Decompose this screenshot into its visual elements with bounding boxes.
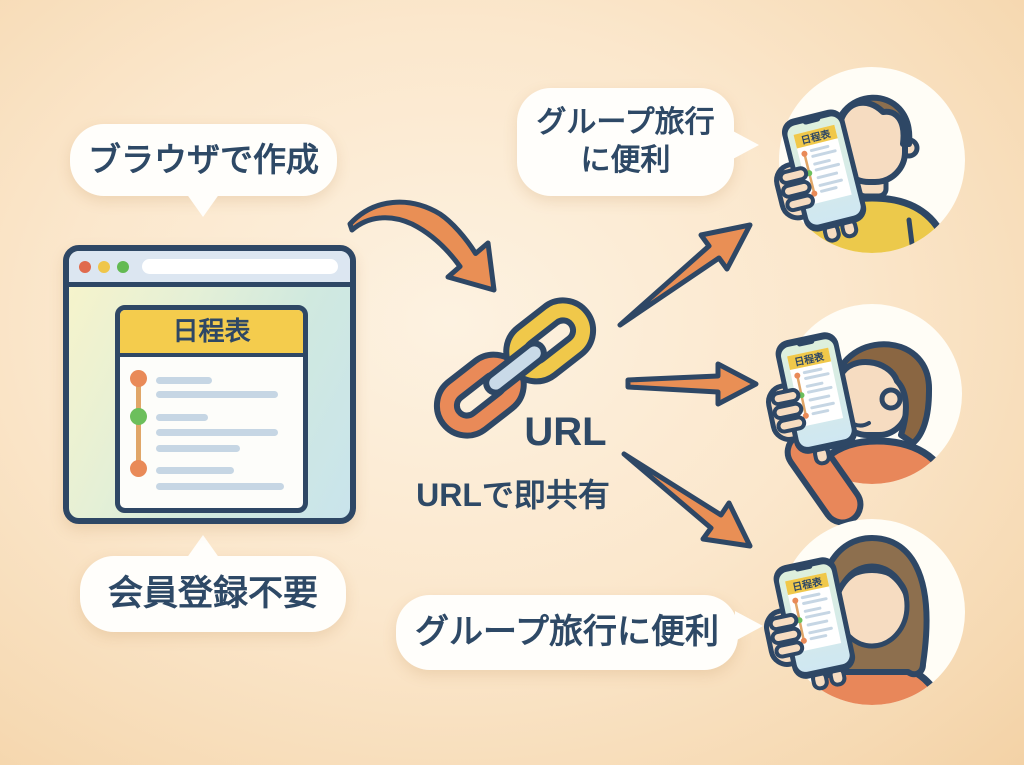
hair-fringe [835, 568, 909, 600]
finger [785, 193, 815, 213]
arrow-to-person-3-icon [621, 451, 753, 549]
finger [774, 640, 805, 659]
finger [778, 166, 809, 185]
finger [770, 388, 801, 407]
chain-connector [483, 340, 547, 396]
list-item-line [156, 429, 278, 436]
list-item-line [156, 391, 278, 398]
avatar-person-3: 日程表 [763, 519, 965, 705]
yellow-dot-icon [98, 260, 110, 273]
avatar-person-1: 日程表 [774, 67, 965, 253]
bubble-tail [186, 535, 220, 559]
bubble-group-travel-bottom-label: グループ旅行に便利 [415, 613, 719, 651]
finger [772, 401, 804, 421]
list-item-line [156, 483, 284, 490]
schedule-card: 日程表 [115, 305, 308, 513]
address-bar [142, 259, 338, 274]
browser-titlebar [69, 251, 350, 287]
bubble-group-travel-line1: グループ旅行 [536, 106, 715, 139]
avatar-person-2: 日程表 [765, 304, 962, 526]
timeline-dot-green [130, 408, 147, 425]
bubble-create-in-browser: ブラウザで作成 [70, 124, 337, 217]
ear [879, 387, 903, 411]
phone-notch [802, 115, 821, 125]
timeline-dot-orange [130, 460, 147, 477]
arrow-to-person-1-icon [617, 222, 753, 328]
bubble-tail [731, 130, 759, 160]
curved-arrow-icon [347, 199, 497, 293]
list-item-line [156, 467, 234, 474]
browser-window: 日程表 [63, 245, 356, 524]
phone: 日程表 [774, 109, 867, 243]
phone-notch [794, 562, 813, 572]
bubble-tail [735, 611, 763, 641]
phone: 日程表 [763, 557, 856, 691]
share-caption: URLで即共有 [416, 477, 610, 513]
bubble-tail [186, 193, 220, 217]
schedule-timeline [120, 357, 303, 503]
schedule-card-title: 日程表 [120, 310, 303, 357]
bubble-group-travel-bottom: グループ旅行に便利 [396, 595, 763, 670]
bubble-group-travel-line2: に便利 [580, 144, 671, 177]
finger [770, 626, 802, 646]
bubble-group-travel-top: グループ旅行 に便利 [517, 88, 759, 196]
bubble-no-registration-label: 会員登録不要 [107, 574, 318, 613]
url-label: URL [524, 410, 607, 454]
shirt-crease [922, 474, 930, 484]
finger [768, 613, 799, 632]
list-item-line [156, 445, 240, 452]
phone-notch [796, 337, 815, 347]
bubble-no-registration: 会員登録不要 [80, 535, 346, 632]
phone: 日程表 [765, 332, 858, 466]
list-item-line [156, 377, 212, 384]
bubble-create-label: ブラウザで作成 [88, 141, 319, 178]
shirt-crease [906, 217, 915, 247]
green-dot-icon [117, 260, 129, 273]
arrow-to-person-2-icon [625, 361, 759, 407]
finger [776, 415, 807, 434]
timeline-dot-orange [130, 370, 147, 387]
finger [781, 179, 812, 199]
red-dot-icon [79, 260, 91, 273]
list-item-line [156, 414, 208, 421]
chain-link-icon [433, 297, 597, 439]
